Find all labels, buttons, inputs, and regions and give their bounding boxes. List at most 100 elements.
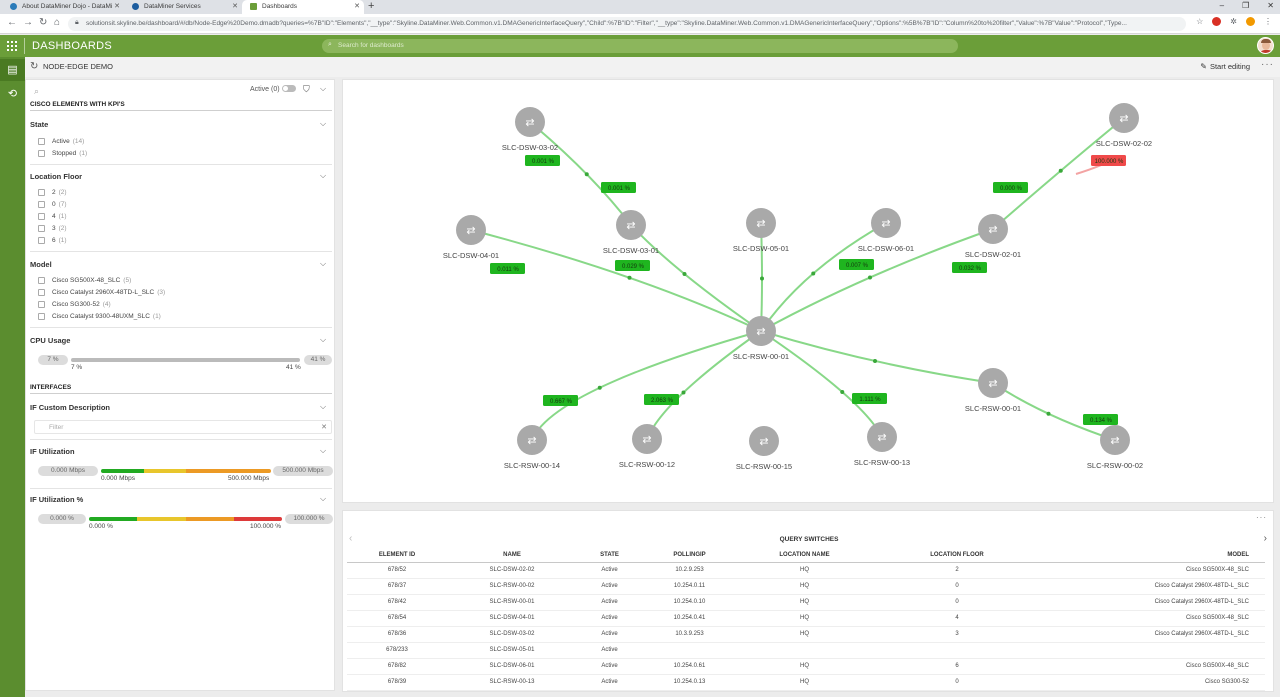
- start-editing-button[interactable]: ✎Start editing: [1200, 62, 1250, 71]
- search-icon[interactable]: ⌕: [34, 86, 40, 96]
- refresh-icon[interactable]: ↻: [30, 61, 39, 72]
- column-header[interactable]: STATE: [577, 549, 642, 563]
- model-option[interactable]: Cisco SG500X-48_SLC(5): [38, 277, 131, 284]
- switch-node[interactable]: ⇄SLC-DSW-03-01: [603, 210, 659, 255]
- switch-node[interactable]: ⇄SLC-DSW-02-02: [1096, 103, 1152, 148]
- floor-option[interactable]: 4(1): [38, 213, 67, 220]
- column-header[interactable]: LOCATION FLOOR: [872, 549, 1042, 563]
- funnel-icon[interactable]: ⛉: [303, 84, 310, 94]
- edge-label[interactable]: 2.063 %: [644, 394, 679, 405]
- more-options-icon[interactable]: ···: [1256, 513, 1267, 522]
- column-header[interactable]: LOCATION NAME: [737, 549, 872, 563]
- chevron-right-icon[interactable]: ›: [1263, 533, 1267, 544]
- switch-node[interactable]: ⇄SLC-RSW-00-01: [733, 316, 789, 361]
- if-util-min-input[interactable]: 0.000 Mbps: [38, 466, 98, 476]
- state-option-stopped[interactable]: Stopped(1): [38, 150, 87, 157]
- active-toggle[interactable]: [282, 85, 296, 92]
- edge-label[interactable]: 0.667 %: [543, 395, 578, 406]
- graph-edge[interactable]: [760, 330, 883, 438]
- edge-label[interactable]: 0.007 %: [839, 259, 874, 270]
- if-util-max-input[interactable]: 500.000 Mbps: [273, 466, 333, 476]
- cpu-range-slider[interactable]: [71, 358, 300, 362]
- chevron-down-icon[interactable]: ⌵: [320, 84, 327, 93]
- avatar[interactable]: [1257, 37, 1274, 54]
- close-icon[interactable]: ✕: [232, 3, 238, 10]
- profile-icon[interactable]: [1246, 17, 1255, 26]
- apps-grid-icon[interactable]: [7, 41, 17, 51]
- if-description-filter-input[interactable]: Filter ✕: [34, 420, 332, 434]
- graph-edge[interactable]: [529, 121, 632, 226]
- edge-label[interactable]: 100.000 %: [1091, 155, 1126, 166]
- browser-tab-dojo[interactable]: About DataMiner Dojo - DataMi ✕: [2, 0, 124, 14]
- menu-dots-icon[interactable]: ⋮: [1264, 17, 1272, 26]
- edge-label[interactable]: 0.001 %: [601, 182, 636, 193]
- column-header[interactable]: MODEL: [1042, 549, 1265, 563]
- if-util-pct-range-slider[interactable]: [89, 517, 282, 521]
- close-icon[interactable]: ✕: [114, 3, 120, 10]
- edge-label[interactable]: 0.134 %: [1083, 414, 1118, 425]
- if-util-range-slider[interactable]: [101, 469, 271, 473]
- new-tab-button[interactable]: +: [368, 0, 375, 12]
- column-header[interactable]: ELEMENT ID: [347, 549, 447, 563]
- switch-node[interactable]: ⇄SLC-DSW-06-01: [858, 208, 914, 253]
- chevron-down-icon[interactable]: ⌵: [320, 494, 327, 503]
- if-util-pct-max-input[interactable]: 100.000 %: [285, 514, 333, 524]
- edge-label[interactable]: 0.011 %: [490, 263, 525, 274]
- search-input[interactable]: ⌕ Search for dashboards: [322, 39, 958, 53]
- floor-option[interactable]: 3(2): [38, 225, 67, 232]
- switch-node[interactable]: ⇄SLC-DSW-05-01: [733, 208, 789, 253]
- switch-node[interactable]: ⇄SLC-DSW-02-01: [965, 214, 1021, 259]
- switch-node[interactable]: ⇄SLC-RSW-00-01: [965, 368, 1021, 413]
- edge-label[interactable]: 0.000 %: [993, 182, 1028, 193]
- puzzle-icon[interactable]: ✲: [1230, 17, 1237, 26]
- history-icon[interactable]: ⟲: [7, 88, 18, 100]
- model-option[interactable]: Cisco SG300-52(4): [38, 301, 111, 308]
- floor-option[interactable]: 6(1): [38, 237, 67, 244]
- edge-label[interactable]: 0.032 %: [952, 262, 987, 273]
- graph-edge[interactable]: [531, 330, 762, 441]
- maximize-icon[interactable]: ❐: [1242, 1, 1250, 10]
- edge-label[interactable]: 0.029 %: [615, 260, 650, 271]
- browser-tab-dashboards[interactable]: Dashboards ✕: [242, 0, 364, 14]
- back-arrow-icon[interactable]: ←: [7, 17, 17, 28]
- cpu-max-input[interactable]: 41 %: [304, 355, 332, 365]
- floor-option[interactable]: 0(7): [38, 201, 67, 208]
- minimize-icon[interactable]: –: [1219, 1, 1225, 10]
- home-icon[interactable]: ⌂: [54, 17, 61, 28]
- browser-tab-services[interactable]: DataMiner Services ✕: [124, 0, 242, 14]
- chevron-down-icon[interactable]: ⌵: [320, 446, 327, 455]
- url-bar[interactable]: 🔒︎ solutionsit.skyline.be/dashboard/#/db…: [68, 17, 1186, 31]
- graph-edge[interactable]: [760, 330, 994, 384]
- switch-node[interactable]: ⇄SLC-DSW-04-01: [443, 215, 499, 260]
- chevron-down-icon[interactable]: ⌵: [320, 335, 327, 344]
- column-header[interactable]: POLLINGIP: [642, 549, 737, 563]
- edge-label[interactable]: 0.001 %: [525, 155, 560, 166]
- column-header[interactable]: NAME: [447, 549, 577, 563]
- switch-node[interactable]: ⇄SLC-RSW-00-14: [504, 425, 560, 470]
- chevron-down-icon[interactable]: ⌵: [320, 402, 327, 411]
- switch-node[interactable]: ⇄SLC-DSW-03-02: [502, 107, 558, 152]
- model-option[interactable]: Cisco Catalyst 2960X-48TD-L_SLC(3): [38, 289, 165, 296]
- model-option[interactable]: Cisco Catalyst 9300-48UXM_SLC(1): [38, 313, 161, 320]
- chevron-down-icon[interactable]: ⌵: [320, 171, 327, 180]
- more-options-icon[interactable]: ···: [1261, 59, 1274, 70]
- floor-option[interactable]: 2(2): [38, 189, 67, 196]
- switch-node[interactable]: ⇄SLC-RSW-00-15: [736, 426, 792, 471]
- close-icon[interactable]: ✕: [354, 3, 360, 10]
- chevron-down-icon[interactable]: ⌵: [320, 259, 327, 268]
- reload-icon[interactable]: ↻: [39, 17, 48, 28]
- forward-arrow-icon[interactable]: →: [23, 17, 33, 28]
- switch-node[interactable]: ⇄SLC-RSW-00-12: [619, 424, 675, 469]
- clear-icon[interactable]: ✕: [321, 424, 327, 431]
- dashboards-nav-icon[interactable]: ▤: [0, 59, 25, 81]
- graph-edge[interactable]: [630, 224, 762, 332]
- close-window-icon[interactable]: ✕: [1267, 1, 1274, 10]
- chevron-down-icon[interactable]: ⌵: [320, 119, 327, 128]
- edge-label[interactable]: 1.111 %: [852, 393, 887, 404]
